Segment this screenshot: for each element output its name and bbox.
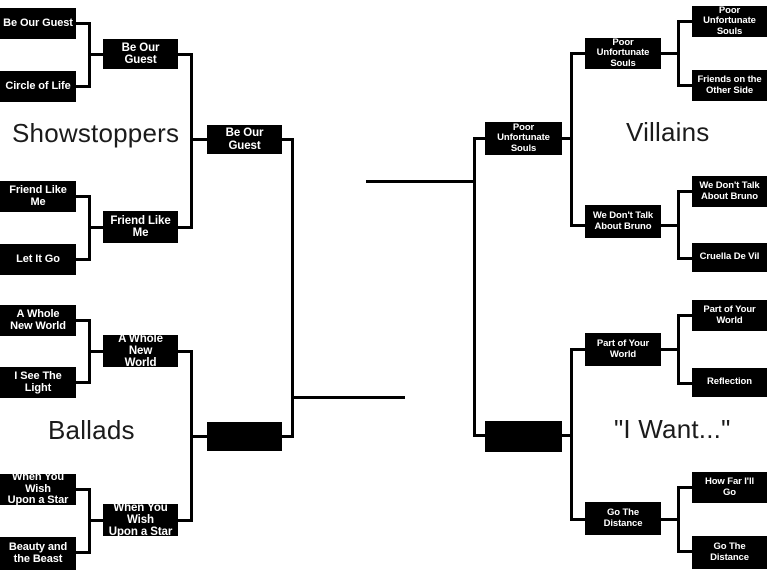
connector-line xyxy=(366,180,476,183)
connector-line xyxy=(677,314,692,317)
connector-line xyxy=(76,85,91,88)
connector-line xyxy=(190,138,210,141)
match-box-left-r1-3[interactable]: Friend Like Me xyxy=(0,181,76,212)
region-label-villains: Villains xyxy=(626,117,710,147)
match-box-right-r3-final-iwant[interactable] xyxy=(485,421,562,452)
connector-line xyxy=(76,319,91,322)
match-box-right-r1-6[interactable]: Reflection xyxy=(692,368,767,397)
match-box-left-r3-final-ballads[interactable] xyxy=(207,422,282,451)
connector-line xyxy=(76,381,91,384)
region-label-showstoppers: Showstoppers xyxy=(12,118,180,148)
match-box-left-r3-final[interactable]: Be Our Guest xyxy=(207,125,282,154)
connector-line xyxy=(76,22,91,25)
region-label-i-want: "I Want..." xyxy=(614,414,731,444)
match-box-right-r2-2[interactable]: We Don't Talk About Bruno xyxy=(585,205,661,238)
match-box-right-r1-7[interactable]: How Far I'll Go xyxy=(692,472,767,503)
connector-line xyxy=(178,53,193,56)
match-box-right-r2-4[interactable]: Go The Distance xyxy=(585,502,661,535)
connector-line xyxy=(677,20,692,23)
match-box-right-r1-2[interactable]: Friends on the Other Side xyxy=(692,70,767,101)
connector-line xyxy=(660,224,680,227)
connector-line xyxy=(282,435,294,438)
match-box-right-r2-1[interactable]: Poor Unfortunate Souls xyxy=(585,38,661,69)
connector-line xyxy=(88,350,106,353)
connector-line xyxy=(190,53,193,229)
match-box-right-r1-8[interactable]: Go The Distance xyxy=(692,536,767,569)
connector-line xyxy=(76,488,91,491)
connector-line xyxy=(76,258,91,261)
match-box-right-r3-final[interactable]: Poor Unfortunate Souls xyxy=(485,122,562,155)
connector-line xyxy=(660,348,680,351)
connector-line xyxy=(190,435,210,438)
connector-line xyxy=(291,138,294,438)
connector-line xyxy=(88,226,106,229)
connector-line xyxy=(677,486,692,489)
match-box-right-r1-3[interactable]: We Don't Talk About Bruno xyxy=(692,176,767,207)
connector-line xyxy=(291,396,405,399)
match-box-left-r1-1[interactable]: Be Our Guest xyxy=(0,8,76,39)
match-box-left-r1-4[interactable]: Let It Go xyxy=(0,244,76,275)
match-box-right-r1-1[interactable]: Poor Unfortunate Souls xyxy=(692,6,767,37)
connector-line xyxy=(88,53,106,56)
connector-line xyxy=(178,350,193,353)
connector-line xyxy=(677,190,692,193)
connector-line xyxy=(570,348,585,351)
connector-line xyxy=(570,224,585,227)
connector-line xyxy=(473,137,476,437)
connector-line xyxy=(178,519,193,522)
connector-line xyxy=(76,551,91,554)
connector-line xyxy=(556,137,573,140)
connector-line xyxy=(677,382,692,385)
connector-line xyxy=(473,137,487,140)
match-box-left-r1-2[interactable]: Circle of Life xyxy=(0,71,76,102)
match-box-left-r2-3[interactable]: A Whole New World xyxy=(103,333,178,369)
match-box-left-r1-5[interactable]: A Whole New World xyxy=(0,305,76,336)
match-box-right-r2-3[interactable]: Part of Your World xyxy=(585,333,661,366)
connector-line xyxy=(178,226,193,229)
match-box-right-r1-5[interactable]: Part of Your World xyxy=(692,300,767,331)
connector-line xyxy=(473,434,487,437)
connector-line xyxy=(660,518,680,521)
match-box-left-r2-1[interactable]: Be Our Guest xyxy=(103,39,178,69)
match-box-left-r1-6[interactable]: I See The Light xyxy=(0,367,76,398)
connector-line xyxy=(660,52,680,55)
connector-line xyxy=(677,550,692,553)
connector-line xyxy=(570,52,585,55)
connector-line xyxy=(282,138,294,141)
connector-line xyxy=(570,518,585,521)
connector-line xyxy=(556,434,573,437)
connector-line xyxy=(677,84,692,87)
connector-line xyxy=(677,257,692,260)
match-box-left-r1-8[interactable]: Beauty and the Beast xyxy=(0,537,76,570)
connector-line xyxy=(76,195,91,198)
region-label-ballads: Ballads xyxy=(48,415,135,445)
match-box-left-r2-4[interactable]: When You Wish Upon a Star xyxy=(103,502,178,538)
connector-line xyxy=(88,519,106,522)
match-box-left-r1-7[interactable]: When You Wish Upon a Star xyxy=(0,471,76,506)
match-box-right-r1-4[interactable]: Cruella De Vil xyxy=(692,243,767,272)
match-box-left-r2-2[interactable]: Friend Like Me xyxy=(103,211,178,243)
